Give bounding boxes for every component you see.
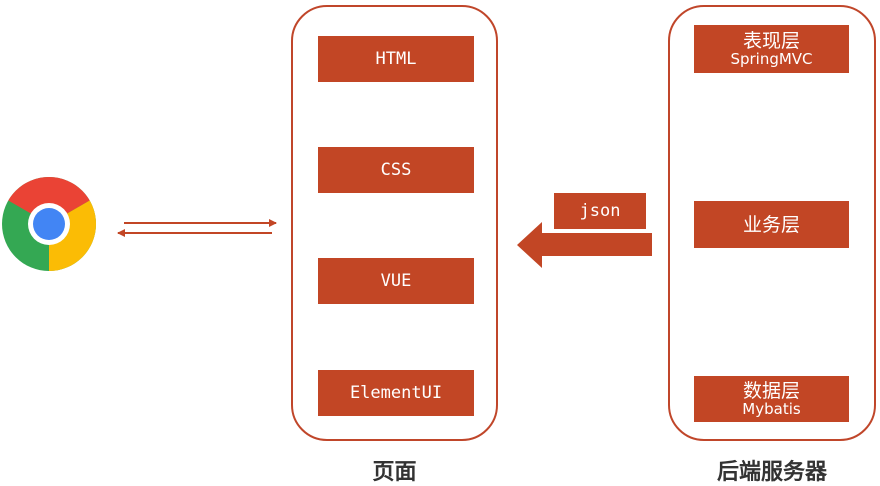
elementui-box: ElementUI xyxy=(318,370,474,416)
data-layer-box: 数据层 Mybatis xyxy=(694,376,849,422)
json-transfer-arrow xyxy=(517,222,652,268)
presentation-layer-subtitle: SpringMVC xyxy=(730,50,813,68)
presentation-layer-title: 表现层 xyxy=(742,30,800,52)
frontend-caption: 页面 xyxy=(372,460,417,485)
json-label: json xyxy=(554,193,646,229)
css-box: CSS xyxy=(318,147,474,193)
business-layer-box: 业务层 xyxy=(694,201,849,248)
data-layer-subtitle: Mybatis xyxy=(742,400,801,418)
html-box: HTML xyxy=(318,36,474,82)
backend-caption: 后端服务器 xyxy=(716,460,827,485)
data-layer-title: 数据层 xyxy=(742,380,800,402)
presentation-layer-box: 表现层 SpringMVC xyxy=(694,25,849,73)
business-layer-title: 业务层 xyxy=(742,213,800,236)
vue-box: VUE xyxy=(318,258,474,304)
